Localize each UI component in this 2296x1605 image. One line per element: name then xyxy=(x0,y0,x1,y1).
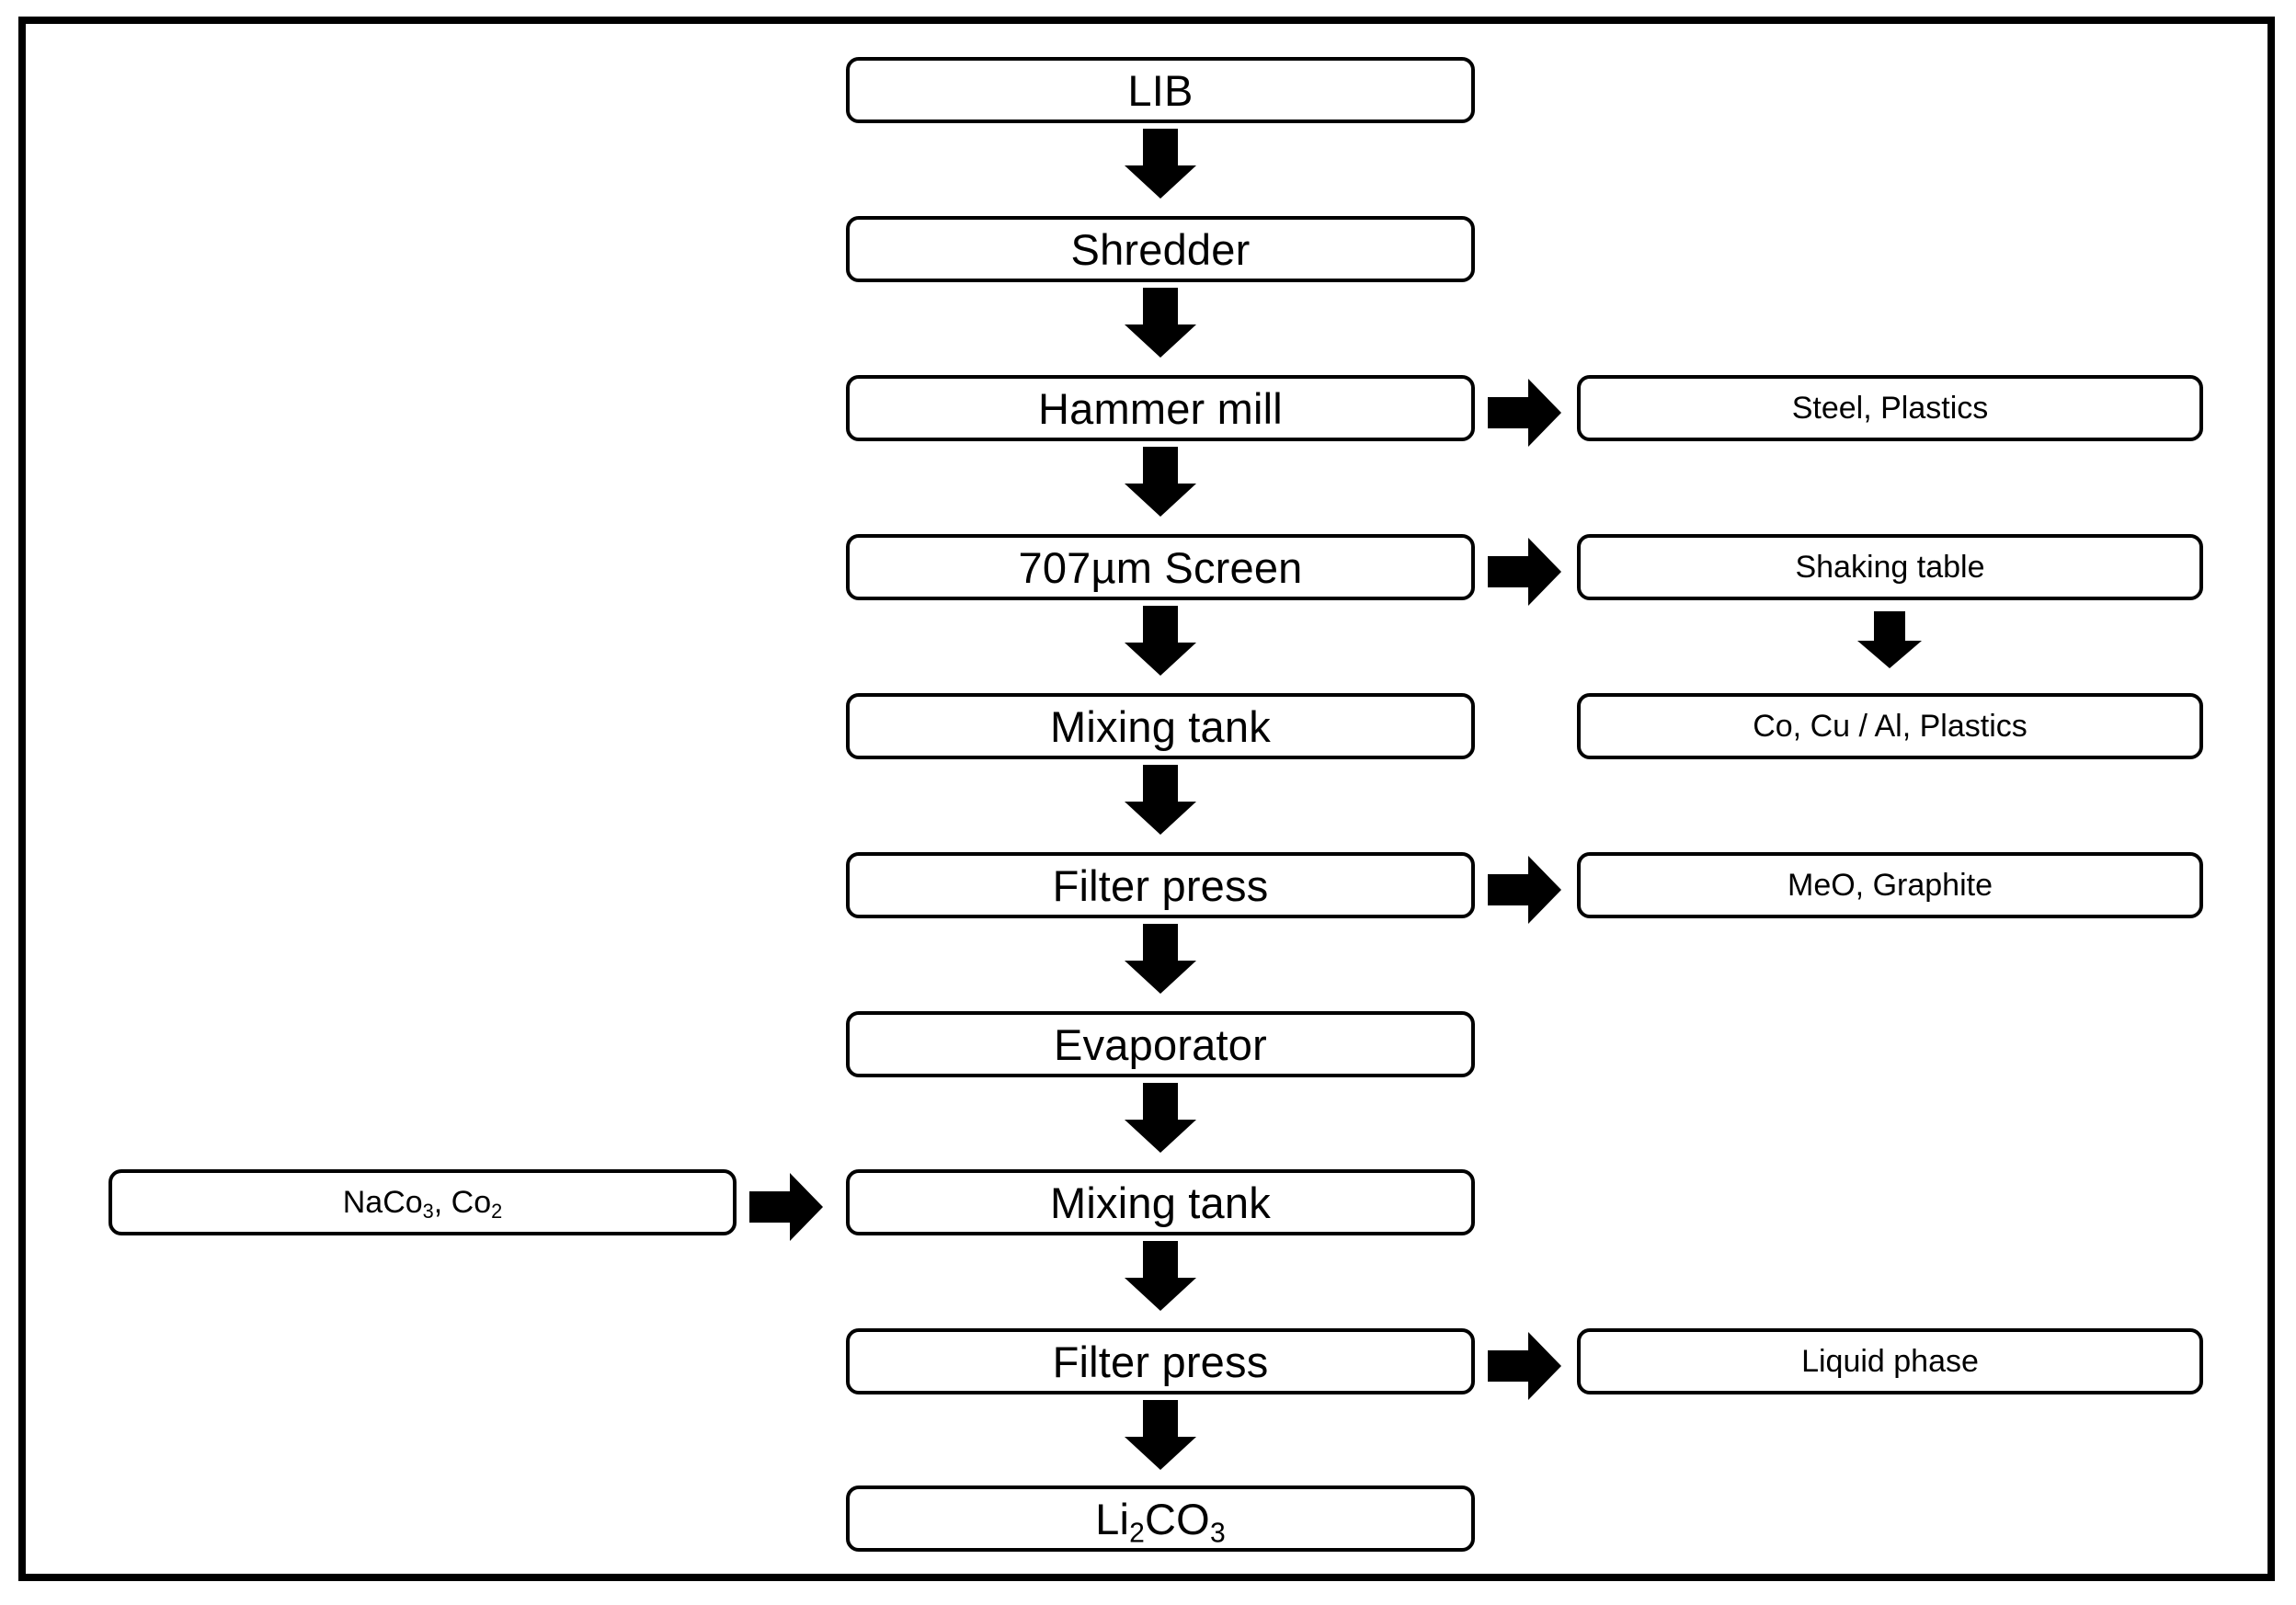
node-label: LIB xyxy=(1127,65,1194,115)
node-co-cu-al-plastics[interactable]: Co, Cu / Al, Plastics xyxy=(1577,693,2203,759)
node-label: MeO, Graphite xyxy=(1788,868,1993,903)
node-naco3-co2[interactable]: NaCo3, Co2 xyxy=(109,1169,737,1235)
arrow-hammer-mill-to-screen xyxy=(1125,447,1196,517)
arrow-filter-press-1-to-meo-graphite xyxy=(1488,856,1561,924)
arrow-mixing-tank-2-to-filter-press-2 xyxy=(1125,1241,1196,1311)
arrow-hammer-mill-to-steel-plastics xyxy=(1488,379,1561,447)
node-label: Liquid phase xyxy=(1801,1344,1979,1379)
node-label: Filter press xyxy=(1052,1337,1269,1386)
node-liquid-phase[interactable]: Liquid phase xyxy=(1577,1328,2203,1394)
node-filter-press-2[interactable]: Filter press xyxy=(846,1328,1475,1394)
arrow-screen-to-mixing-tank-1 xyxy=(1125,606,1196,676)
arrow-lib-to-shredder xyxy=(1125,129,1196,199)
node-evaporator[interactable]: Evaporator xyxy=(846,1011,1475,1077)
node-shredder[interactable]: Shredder xyxy=(846,216,1475,282)
node-label: NaCo3, Co2 xyxy=(342,1185,503,1224)
node-li2co3[interactable]: Li2CO3 xyxy=(846,1485,1475,1552)
node-label: Shredder xyxy=(1070,224,1251,274)
node-label: Li2CO3 xyxy=(1095,1494,1226,1548)
node-steel-plastics[interactable]: Steel, Plastics xyxy=(1577,375,2203,441)
node-shaking-table[interactable]: Shaking table xyxy=(1577,534,2203,600)
node-label: Filter press xyxy=(1052,860,1269,910)
node-label: 707µm Screen xyxy=(1018,542,1303,592)
arrow-mixing-tank-1-to-filter-press-1 xyxy=(1125,765,1196,835)
node-label: Evaporator xyxy=(1054,1019,1267,1069)
node-hammer-mill[interactable]: Hammer mill xyxy=(846,375,1475,441)
node-mixing-tank-2[interactable]: Mixing tank xyxy=(846,1169,1475,1235)
node-label: Hammer mill xyxy=(1038,383,1283,433)
node-label: Mixing tank xyxy=(1050,701,1271,751)
node-label: Mixing tank xyxy=(1050,1178,1271,1227)
node-filter-press-1[interactable]: Filter press xyxy=(846,852,1475,918)
node-lib[interactable]: LIB xyxy=(846,57,1475,123)
node-meo-graphite[interactable]: MeO, Graphite xyxy=(1577,852,2203,918)
node-label: Shaking table xyxy=(1795,550,1985,585)
node-mixing-tank-1[interactable]: Mixing tank xyxy=(846,693,1475,759)
arrow-shredder-to-hammer-mill xyxy=(1125,288,1196,358)
arrow-naco3-co2-to-mixing-tank-2 xyxy=(749,1173,823,1241)
arrow-filter-press-2-to-liquid-phase xyxy=(1488,1332,1561,1400)
node-label: Co, Cu / Al, Plastics xyxy=(1753,709,2028,744)
arrow-screen-to-shaking-table xyxy=(1488,538,1561,606)
arrow-shaking-table-to-co-cu-al-plastics xyxy=(1857,611,1922,668)
node-707um-screen[interactable]: 707µm Screen xyxy=(846,534,1475,600)
arrow-evaporator-to-mixing-tank-2 xyxy=(1125,1083,1196,1153)
node-label: Steel, Plastics xyxy=(1791,391,1989,426)
arrow-filter-press-2-to-li2co3 xyxy=(1125,1400,1196,1470)
arrow-filter-press-1-to-evaporator xyxy=(1125,924,1196,994)
